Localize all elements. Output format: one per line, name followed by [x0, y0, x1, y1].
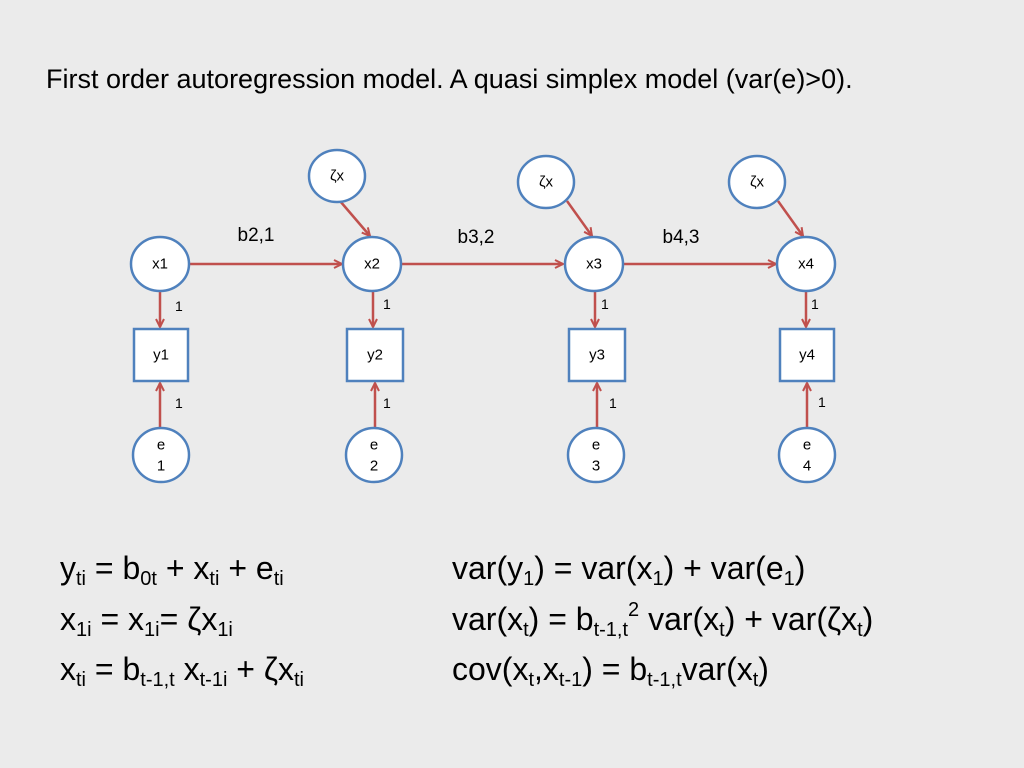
- error-nodes: [131, 426, 837, 484]
- path-label-b43: b4,3: [663, 227, 700, 248]
- error-label-e3-bottom: 3: [592, 458, 600, 475]
- disturbance-zeta-x2: [339, 200, 370, 236]
- equation-x1: x1i = x1i= ζx1i: [60, 601, 233, 641]
- equation-var-y1: var(y1) = var(x1) + var(e1): [452, 550, 806, 590]
- disturbance-label-x2: ζx: [330, 168, 345, 185]
- latent-label-x4: x4: [798, 256, 814, 273]
- observed-label-y1: y1: [153, 347, 169, 364]
- disturbance-label-x3: ζx: [539, 174, 554, 191]
- error-node-e4: [777, 426, 837, 484]
- error-node-e3: [566, 426, 626, 484]
- disturbance-node-x3: [516, 154, 576, 210]
- latent-label-x2: x2: [364, 256, 380, 273]
- loading-label-2: 1: [383, 296, 391, 312]
- path-label-b21: b2,1: [238, 225, 275, 246]
- latent-node-x3: [563, 235, 625, 293]
- loading-label-3: 1: [601, 296, 609, 312]
- disturbance-label-x4: ζx: [750, 174, 765, 191]
- error-node-e2: [344, 426, 404, 484]
- observed-label-y3: y3: [589, 347, 605, 364]
- observed-node-y1: [132, 327, 190, 383]
- observed-node-y3: [567, 327, 627, 383]
- error-label-1: 1: [175, 395, 183, 411]
- loading-label-4: 1: [811, 296, 819, 312]
- error-label-e4-bottom: 4: [803, 458, 811, 475]
- observed-node-y4: [778, 327, 836, 383]
- error-node-e1: [131, 426, 191, 484]
- error-label-e3-top: e: [592, 437, 600, 454]
- slide-title: First order autoregression model. A quas…: [46, 64, 853, 94]
- observed-label-y4: y4: [799, 347, 815, 364]
- equation-cov: cov(xt,xt-1) = bt-1,tvar(xt): [452, 651, 769, 691]
- edges: [160, 200, 807, 427]
- observed-label-y2: y2: [367, 347, 383, 364]
- error-label-e2-bottom: 2: [370, 458, 378, 475]
- error-label-4: 1: [818, 394, 826, 410]
- disturbance-zeta-x4: [776, 200, 803, 236]
- disturbance-zeta-x3: [565, 200, 592, 236]
- error-label-e2-top: e: [370, 437, 378, 454]
- disturbance-nodes: [307, 148, 787, 210]
- disturbance-node-x2: [307, 148, 367, 204]
- error-label-3: 1: [609, 395, 617, 411]
- disturbance-node-x4: [727, 154, 787, 210]
- loading-label-1: 1: [175, 298, 183, 314]
- path-label-b32: b3,2: [458, 227, 495, 248]
- equation-xt: xti = bt-1,t xt-1i + ζxti: [60, 651, 304, 691]
- error-label-e1-bottom: 1: [157, 458, 165, 475]
- latent-label-x1: x1: [152, 256, 168, 273]
- observed-node-y2: [345, 327, 405, 383]
- equation-y: yti = b0t + xti + eti: [60, 550, 284, 590]
- latent-label-x3: x3: [586, 256, 602, 273]
- latent-nodes: [129, 235, 837, 293]
- error-label-e4-top: e: [803, 437, 811, 454]
- latent-node-x4: [775, 235, 837, 293]
- latent-node-x1: [129, 235, 191, 293]
- error-label-2: 1: [383, 395, 391, 411]
- error-label-e1-top: e: [157, 437, 165, 454]
- observed-nodes: [132, 327, 836, 383]
- equation-var-xt: var(xt) = bt-1,t2 var(xt) + var(ζxt): [452, 599, 874, 641]
- latent-node-x2: [341, 235, 403, 293]
